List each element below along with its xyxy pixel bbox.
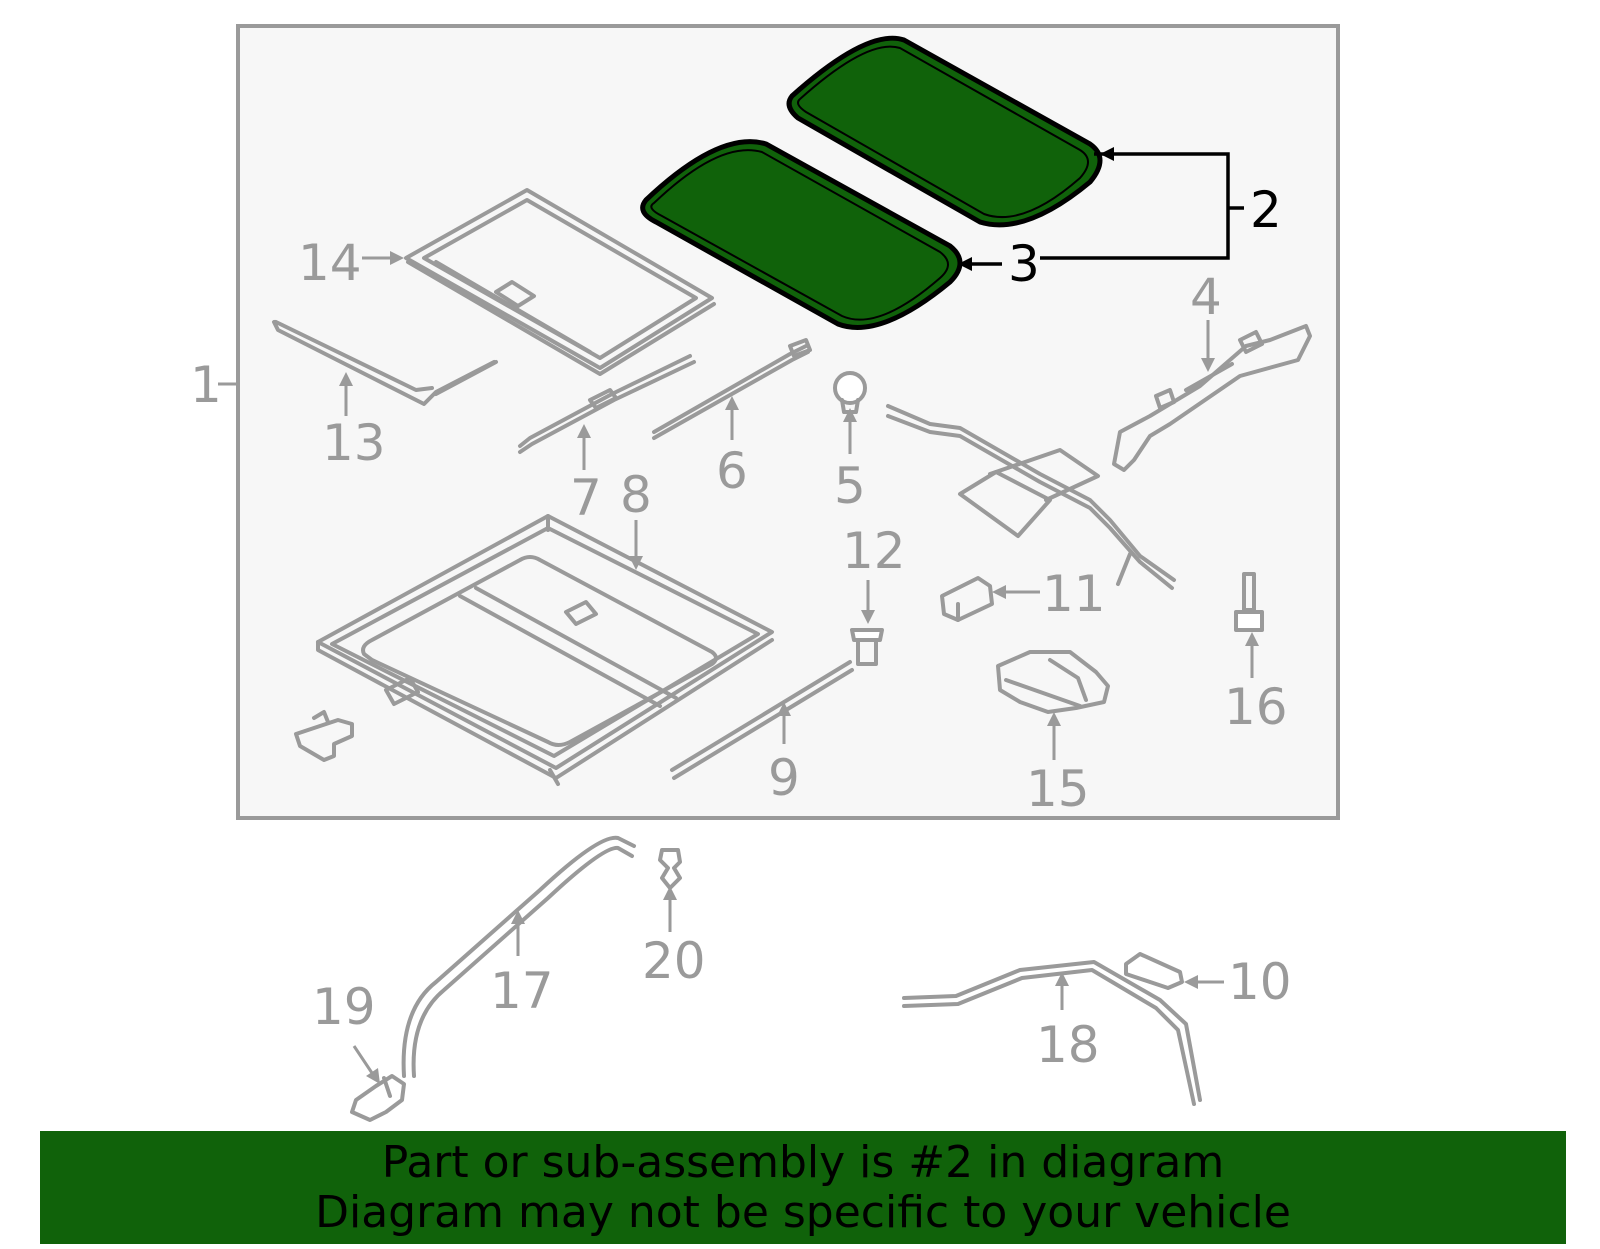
callout-13: 13 bbox=[322, 414, 386, 472]
banner-line-2: Diagram may not be specific to your vehi… bbox=[315, 1186, 1291, 1238]
glass-panel-rear[interactable] bbox=[786, 35, 1103, 228]
drain-rod[interactable] bbox=[670, 660, 854, 780]
callout-10: 10 bbox=[1228, 953, 1292, 1011]
pad-10[interactable] bbox=[1124, 952, 1184, 990]
callout-19: 19 bbox=[312, 978, 376, 1036]
bolt[interactable] bbox=[1234, 572, 1264, 632]
callout-11: 11 bbox=[1042, 565, 1106, 623]
callout-17: 17 bbox=[490, 962, 554, 1020]
clip-12[interactable] bbox=[850, 628, 884, 666]
motor[interactable] bbox=[996, 650, 1110, 714]
callout-6: 6 bbox=[716, 442, 748, 500]
slide-rail[interactable] bbox=[518, 354, 696, 454]
info-banner: Part or sub-assembly is #2 in diagram Di… bbox=[40, 1131, 1566, 1244]
drive-cable-assembly[interactable] bbox=[886, 404, 1176, 590]
grommet[interactable] bbox=[833, 371, 867, 414]
callout-4: 4 bbox=[1190, 268, 1222, 326]
callout-16: 16 bbox=[1224, 678, 1288, 736]
glass-panel-front[interactable] bbox=[640, 139, 963, 330]
drain-hose-18[interactable] bbox=[902, 960, 1202, 1106]
callout-14: 14 bbox=[298, 234, 362, 292]
callout-5: 5 bbox=[834, 457, 866, 515]
leaders bbox=[218, 251, 1259, 1084]
callout-7: 7 bbox=[570, 469, 602, 527]
clip-20[interactable] bbox=[658, 848, 682, 890]
callout-15: 15 bbox=[1026, 760, 1090, 818]
callout-12: 12 bbox=[842, 522, 906, 580]
bracket-11[interactable] bbox=[940, 576, 994, 622]
sunshade-frame[interactable] bbox=[404, 188, 716, 376]
elbow-connector[interactable] bbox=[350, 1074, 406, 1122]
callout-1: 1 bbox=[190, 356, 222, 414]
callout-9: 9 bbox=[768, 749, 800, 807]
callout-2: 2 bbox=[1250, 181, 1282, 239]
banner-line-1: Part or sub-assembly is #2 in diagram bbox=[381, 1136, 1225, 1188]
motor-bracket[interactable] bbox=[1112, 324, 1312, 472]
callout-3: 3 bbox=[1008, 235, 1040, 293]
callout-8: 8 bbox=[620, 466, 652, 524]
callout-20: 20 bbox=[642, 932, 706, 990]
leader-2-3 bbox=[958, 147, 1244, 271]
guide-rail[interactable] bbox=[272, 320, 498, 406]
callout-18: 18 bbox=[1036, 1016, 1100, 1074]
drain-hose-17[interactable] bbox=[401, 835, 636, 1078]
main-frame[interactable] bbox=[316, 514, 774, 786]
small-bracket[interactable] bbox=[294, 710, 354, 762]
deflector-rod[interactable] bbox=[652, 338, 812, 440]
